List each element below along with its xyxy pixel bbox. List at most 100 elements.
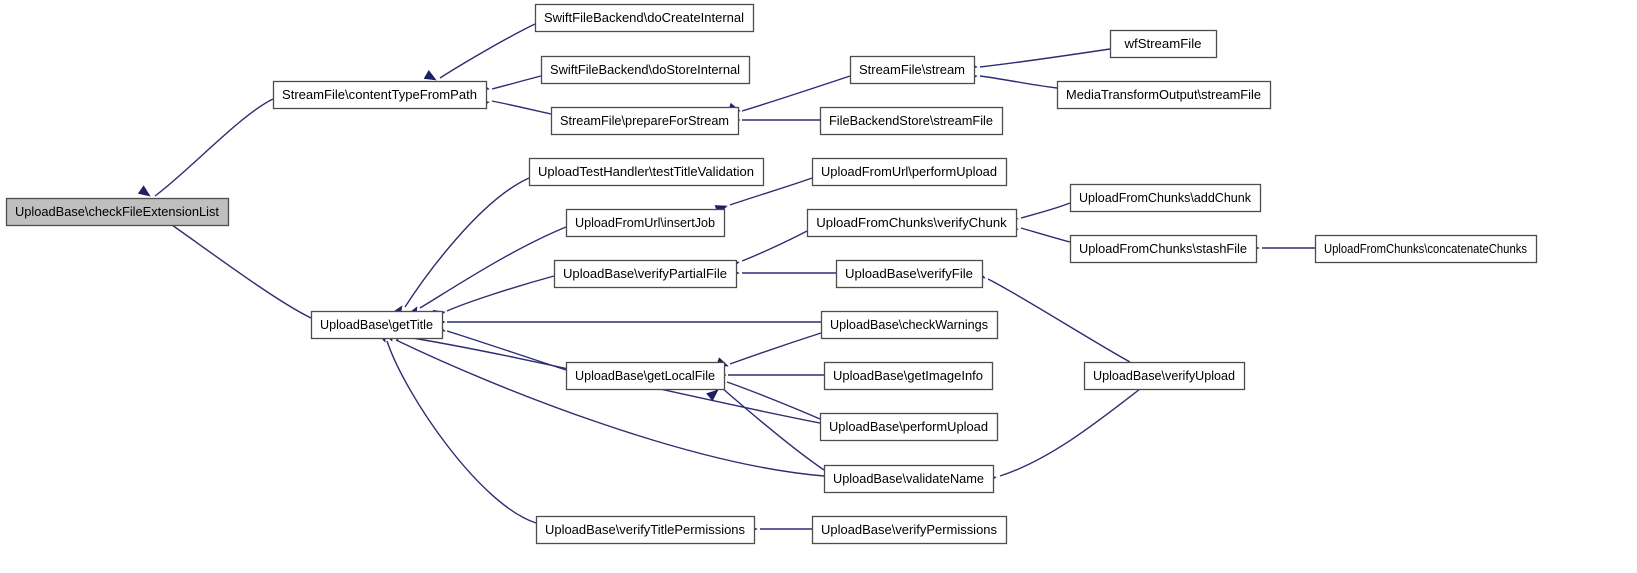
node-verifyChunk[interactable]: UploadFromChunks\verifyChunk <box>806 208 1018 238</box>
node-addChunk[interactable]: UploadFromChunks\addChunk <box>1069 183 1262 213</box>
edge-wfStreamFile-to-stream <box>979 48 1111 68</box>
node-label-contentTypeFromPath: StreamFile\contentTypeFromPath <box>282 87 477 102</box>
node-box-performUploadFromUrl[interactable] <box>811 157 1008 187</box>
node-label-validateName: UploadBase\validateName <box>833 471 984 486</box>
edge-performUpload-to-getLocalFile <box>726 381 821 420</box>
node-box-contentTypeFromPath[interactable] <box>272 80 488 110</box>
arrowhead-getLocalFile <box>706 389 719 402</box>
node-validateName[interactable]: UploadBase\validateName <box>823 464 995 494</box>
node-verifyFile[interactable]: UploadBase\verifyFile <box>835 259 984 289</box>
node-box-doCreateInternal[interactable] <box>534 3 755 33</box>
node-box-prepareForStream[interactable] <box>550 106 740 136</box>
node-getTitle[interactable]: UploadBase\getTitle <box>310 310 444 340</box>
node-box-performUpload[interactable] <box>819 412 999 442</box>
node-verifyPermissions[interactable]: UploadBase\verifyPermissions <box>811 515 1008 545</box>
node-verifyUpload[interactable]: UploadBase\verifyUpload <box>1083 361 1246 391</box>
edge-addChunk-to-verifyChunk <box>1020 202 1071 219</box>
node-box-stream[interactable] <box>849 55 976 85</box>
node-checkFileExtensionList[interactable]: UploadBase\checkFileExtensionList <box>5 197 230 227</box>
node-label-insertJob: UploadFromUrl\insertJob <box>575 215 715 230</box>
node-label-concatenateChunks: UploadFromChunks\concatenateChunks <box>1324 241 1527 256</box>
node-stashFile[interactable]: UploadFromChunks\stashFile <box>1069 234 1258 264</box>
node-box-streamFileBackendStore[interactable] <box>819 106 1004 136</box>
node-concatenateChunks[interactable]: UploadFromChunks\concatenateChunks <box>1314 234 1538 264</box>
node-testTitleValidation[interactable]: UploadTestHandler\testTitleValidation <box>528 157 765 187</box>
edge-testTitleValidation-to-getTitle <box>404 177 530 308</box>
node-label-checkWarnings: UploadBase\checkWarnings <box>830 317 988 332</box>
node-box-stashFile[interactable] <box>1069 234 1258 264</box>
node-checkWarnings[interactable]: UploadBase\checkWarnings <box>820 310 999 340</box>
node-label-mediaTransformOutput: MediaTransformOutput\streamFile <box>1066 87 1261 102</box>
node-doStoreInternal[interactable]: SwiftFileBackend\doStoreInternal <box>540 55 751 85</box>
node-label-wfStreamFile: wfStreamFile <box>1124 36 1202 51</box>
node-box-getTitle[interactable] <box>310 310 444 340</box>
node-box-checkFileExtensionList[interactable] <box>5 197 230 227</box>
node-label-verifyFile: UploadBase\verifyFile <box>845 266 973 281</box>
edge-performUploadFromUrl-to-insertJob <box>729 177 813 206</box>
node-wfStreamFile[interactable]: wfStreamFile <box>1109 29 1218 59</box>
edge-verifyPartialFile-to-getTitle <box>446 275 555 312</box>
node-doCreateInternal[interactable]: SwiftFileBackend\doCreateInternal <box>534 3 755 33</box>
node-box-getLocalFile[interactable] <box>565 361 726 391</box>
node-performUploadFromUrl[interactable]: UploadFromUrl\performUpload <box>811 157 1008 187</box>
node-stream[interactable]: StreamFile\stream <box>849 55 976 85</box>
node-contentTypeFromPath[interactable]: StreamFile\contentTypeFromPath <box>272 80 488 110</box>
node-insertJob[interactable]: UploadFromUrl\insertJob <box>565 208 726 238</box>
edge-stashFile-to-verifyChunk <box>1020 227 1071 243</box>
edge-getTitle-to-checkFileExtensionList <box>155 213 312 319</box>
edge-verifyUpload-to-validateName <box>999 388 1141 477</box>
node-box-verifyPartialFile[interactable] <box>553 259 738 289</box>
node-label-getLocalFile: UploadBase\getLocalFile <box>575 368 715 383</box>
node-mediaTransformOutput[interactable]: MediaTransformOutput\streamFile <box>1056 80 1272 110</box>
arrowhead-checkFileExtensionList <box>137 185 151 197</box>
node-label-doCreateInternal: SwiftFileBackend\doCreateInternal <box>544 10 744 25</box>
node-box-verifyChunk[interactable] <box>806 208 1018 238</box>
edge-verifyTitlePermissions-to-getTitle <box>386 340 537 524</box>
edge-stream-to-prepareForStream <box>741 75 851 112</box>
node-box-checkWarnings[interactable] <box>820 310 999 340</box>
node-label-performUploadFromUrl: UploadFromUrl\performUpload <box>821 164 997 179</box>
node-box-getImageInfo[interactable] <box>823 361 994 391</box>
node-label-testTitleValidation: UploadTestHandler\testTitleValidation <box>538 164 754 179</box>
node-prepareForStream[interactable]: StreamFile\prepareForStream <box>550 106 740 136</box>
node-box-doStoreInternal[interactable] <box>540 55 751 85</box>
node-label-getImageInfo: UploadBase\getImageInfo <box>833 368 983 383</box>
node-label-verifyChunk: UploadFromChunks\verifyChunk <box>816 215 1007 230</box>
node-getLocalFile[interactable]: UploadBase\getLocalFile <box>565 361 726 391</box>
node-label-addChunk: UploadFromChunks\addChunk <box>1079 190 1251 205</box>
node-box-concatenateChunks[interactable] <box>1314 234 1538 264</box>
node-label-performUpload: UploadBase\performUpload <box>829 419 988 434</box>
node-label-prepareForStream: StreamFile\prepareForStream <box>560 113 729 128</box>
node-box-testTitleValidation[interactable] <box>528 157 765 187</box>
node-label-verifyPartialFile: UploadBase\verifyPartialFile <box>563 266 727 281</box>
edge-contentTypeFromPath-to-checkFileExtensionList <box>154 98 274 197</box>
edge-validateName-to-getTitle <box>395 339 825 477</box>
node-label-checkFileExtensionList: UploadBase\checkFileExtensionList <box>15 204 219 219</box>
node-streamFileBackendStore[interactable]: FileBackendStore\streamFile <box>819 106 1004 136</box>
edge-mediaTransformOutput-to-stream <box>979 75 1058 89</box>
node-box-verifyTitlePermissions[interactable] <box>535 515 756 545</box>
node-label-verifyTitlePermissions: UploadBase\verifyTitlePermissions <box>545 522 745 537</box>
edge-prepareForStream-to-contentTypeFromPath <box>491 100 552 115</box>
edge-validateName-to-getLocalFile <box>721 387 825 471</box>
node-label-stashFile: UploadFromChunks\stashFile <box>1079 241 1247 256</box>
node-performUpload[interactable]: UploadBase\performUpload <box>819 412 999 442</box>
node-verifyPartialFile[interactable]: UploadBase\verifyPartialFile <box>553 259 738 289</box>
node-box-verifyUpload[interactable] <box>1083 361 1246 391</box>
node-box-mediaTransformOutput[interactable] <box>1056 80 1272 110</box>
edge-insertJob-to-getTitle <box>419 226 567 309</box>
node-box-validateName[interactable] <box>823 464 995 494</box>
node-label-getTitle: UploadBase\getTitle <box>320 317 433 332</box>
node-label-verifyUpload: UploadBase\verifyUpload <box>1093 368 1235 383</box>
node-box-wfStreamFile[interactable] <box>1109 29 1218 59</box>
edge-doCreateInternal-to-contentTypeFromPath <box>439 23 536 79</box>
node-verifyTitlePermissions[interactable]: UploadBase\verifyTitlePermissions <box>535 515 756 545</box>
arrowhead-contentTypeFromPath <box>423 69 437 81</box>
edge-verifyChunk-to-verifyPartialFile <box>741 230 808 262</box>
node-box-verifyPermissions[interactable] <box>811 515 1008 545</box>
node-getImageInfo[interactable]: UploadBase\getImageInfo <box>823 361 994 391</box>
node-box-insertJob[interactable] <box>565 208 726 238</box>
node-box-verifyFile[interactable] <box>835 259 984 289</box>
node-box-addChunk[interactable] <box>1069 183 1262 213</box>
